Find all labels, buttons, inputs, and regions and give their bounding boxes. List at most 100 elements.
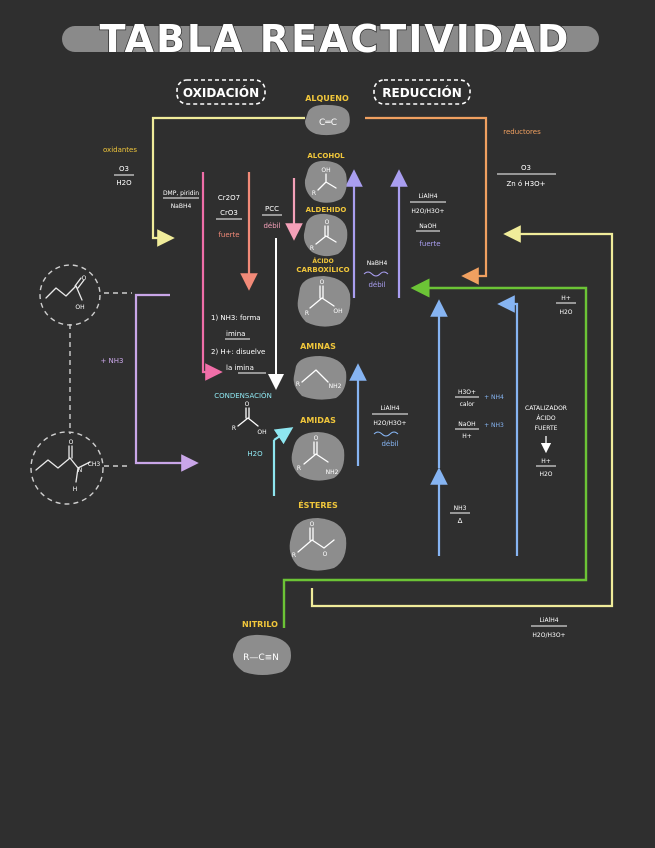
hydrolysis-calor: calor: [460, 401, 475, 408]
side-molecule-bottom-o: O: [69, 439, 74, 446]
alqueno-blob: [305, 104, 350, 136]
dmp-line1: DMP, piridin: [163, 190, 199, 197]
catalyst-hplus: H+: [541, 458, 551, 465]
lialh4-h2o: H2O/H3O+: [411, 208, 444, 215]
amidas-atom-o: O: [314, 435, 319, 442]
amide-debil: débil: [381, 440, 398, 448]
header-reduccion-frame: [373, 79, 471, 105]
amide-squiggle: [373, 431, 399, 437]
alcohol-skeleton: [317, 173, 337, 191]
aldehido-atom-r: R: [310, 245, 314, 252]
nh3-heat-group: NH3 Δ: [450, 505, 470, 525]
nh3-heat-delta: Δ: [458, 517, 463, 525]
reductores-label: reductores: [503, 128, 541, 136]
aminas-label: AMINAS: [300, 342, 336, 351]
pcc-debil: débil: [263, 222, 280, 230]
imine-line1: 1) NH3: forma: [211, 314, 261, 322]
alcohol-atom-r: R: [312, 190, 316, 197]
reductores-zn: Zn ó H3O+: [506, 180, 545, 188]
aminas-atom-r: R: [296, 381, 300, 388]
alqueno-label: ALQUENO: [305, 94, 349, 103]
amide-h2o: H2O/H3O+: [373, 420, 406, 427]
condensacion-group: CONDENSACIÓN O R OH H2O: [214, 391, 272, 458]
right-hplus-group: H+ H2O: [556, 295, 576, 316]
compound-aminas: AMINAS R NH2: [293, 342, 347, 400]
compound-acido: ÁCIDO CARBOXÍLICO O R OH: [296, 258, 351, 327]
nitrile-reduction-group: LiAlH4 H2O/H3O+: [531, 617, 567, 639]
esteres-atom-r: R: [292, 552, 296, 559]
arrow-condensacion-cyan-head: [273, 427, 294, 445]
aldehido-atom-o: O: [325, 219, 330, 226]
side-molecule-bottom-n: N: [78, 467, 83, 474]
nitrile-h2o: H2O/H3O+: [532, 632, 565, 639]
aminas-skeleton: [301, 369, 329, 383]
header-reduccion: REDUCCIÓN: [373, 79, 471, 105]
side-molecule-top-o: O: [82, 275, 87, 282]
imine-line1b: imina: [226, 330, 245, 338]
pcc-label: PCC: [265, 205, 279, 213]
side-molecule-top-skeleton: [45, 277, 85, 301]
acido-skeleton: [309, 285, 335, 309]
lialh4-label: LiAlH4: [418, 193, 437, 200]
compound-alqueno: ALQUENO C═C: [305, 94, 350, 136]
acido-blob: [297, 276, 351, 327]
reductores-group: reductores O3 Zn ó H3O+: [497, 128, 556, 188]
header-oxidacion-label: OXIDACIÓN: [183, 85, 259, 100]
side-molecule-top-oh: OH: [75, 304, 84, 311]
compound-esteres: ÉSTERES O R O: [289, 499, 347, 571]
compound-nitrilo: NITRILO R—C≡N: [232, 620, 291, 675]
condensacion-molecule: [237, 407, 259, 427]
nabh4-group: NaBH4 débil: [363, 260, 389, 289]
alcohol-label: ALCOHOL: [307, 152, 345, 160]
esteres-label: ÉSTERES: [298, 499, 338, 510]
acido-atom-r: R: [305, 310, 309, 317]
oxidantes-o3: O3: [119, 165, 129, 173]
hydrolysis-h3o: H3O+: [458, 389, 476, 396]
amidas-atom-nh2: NH2: [326, 469, 339, 476]
compound-aldehido: ALDEHIDO O R: [303, 206, 348, 257]
pcc-group: PCC débil: [262, 205, 282, 230]
imine-line2: 2) H+: disuelve: [211, 348, 265, 356]
arrow-nitrilo-green: [282, 278, 588, 628]
imine-notes: 1) NH3: forma imina 2) H+: disuelve la i…: [211, 314, 266, 374]
amide-lialh4: LiAlH4: [380, 405, 399, 412]
lialh4-group: LiAlH4 H2O/H3O+ NaOH fuerte: [410, 193, 446, 248]
right-hplus-h: H+: [561, 295, 571, 302]
nitrilo-blob: [232, 634, 291, 675]
amidas-skeleton: [303, 441, 329, 465]
hydrolysis-group: H3O+ calor + NH4 NaOH H+ + NH3: [455, 389, 504, 440]
dmp-line2: NaBH4: [171, 203, 192, 210]
nitrile-lialh4: LiAlH4: [539, 617, 558, 624]
lialh4-naoh: NaOH: [419, 223, 436, 230]
catalyst-line1: CATALIZADOR: [525, 405, 567, 412]
lialh4-fuerte: fuerte: [419, 240, 440, 248]
alqueno-formula: C═C: [319, 118, 337, 128]
aldehido-skeleton: [315, 225, 337, 245]
condensacion-atom-r: R: [232, 425, 236, 432]
title-banner: TABLA REACTIVIDAD: [62, 16, 599, 62]
imine-line3: la imina: [226, 364, 254, 372]
cro-line1: Cr2O7: [218, 194, 240, 202]
chromium-group: Cr2O7 CrO3 fuerte: [216, 194, 242, 239]
side-molecule-bottom-h: H: [73, 486, 78, 493]
amidas-label: AMIDAS: [300, 416, 336, 425]
condensacion-label: CONDENSACIÓN: [214, 391, 272, 400]
acid-catalysis-group: CATALIZADOR ÁCIDO FUERTE H+ H2O: [525, 405, 567, 478]
acido-label-1: ÁCIDO: [312, 258, 333, 265]
compound-amidas: AMIDAS O R NH2: [291, 416, 345, 481]
hydrolysis-nh4: + NH4: [484, 394, 504, 401]
cro-fuerte: fuerte: [218, 231, 239, 239]
header-oxidacion: OXIDACIÓN: [176, 79, 266, 105]
hydrolysis-nh3: + NH3: [484, 422, 504, 429]
nabh4-squiggle: [363, 271, 389, 277]
side-molecule-bottom: O N CH3 H: [30, 431, 104, 505]
esteres-atom-o-top: O: [310, 521, 315, 528]
compound-alcohol: ALCOHOL OH R: [304, 152, 347, 203]
hydrolysis-naoh: NaOH: [458, 421, 475, 428]
side-molecule-bottom-circle: [30, 431, 104, 505]
side-molecule-top-circle: [39, 264, 101, 326]
side-molecule-top: O OH: [39, 264, 101, 326]
oxidantes-group: oxidantes O3 H2O: [103, 146, 137, 187]
nitrilo-formula: R—C≡N: [243, 653, 279, 663]
cro-line2: CrO3: [220, 209, 238, 217]
